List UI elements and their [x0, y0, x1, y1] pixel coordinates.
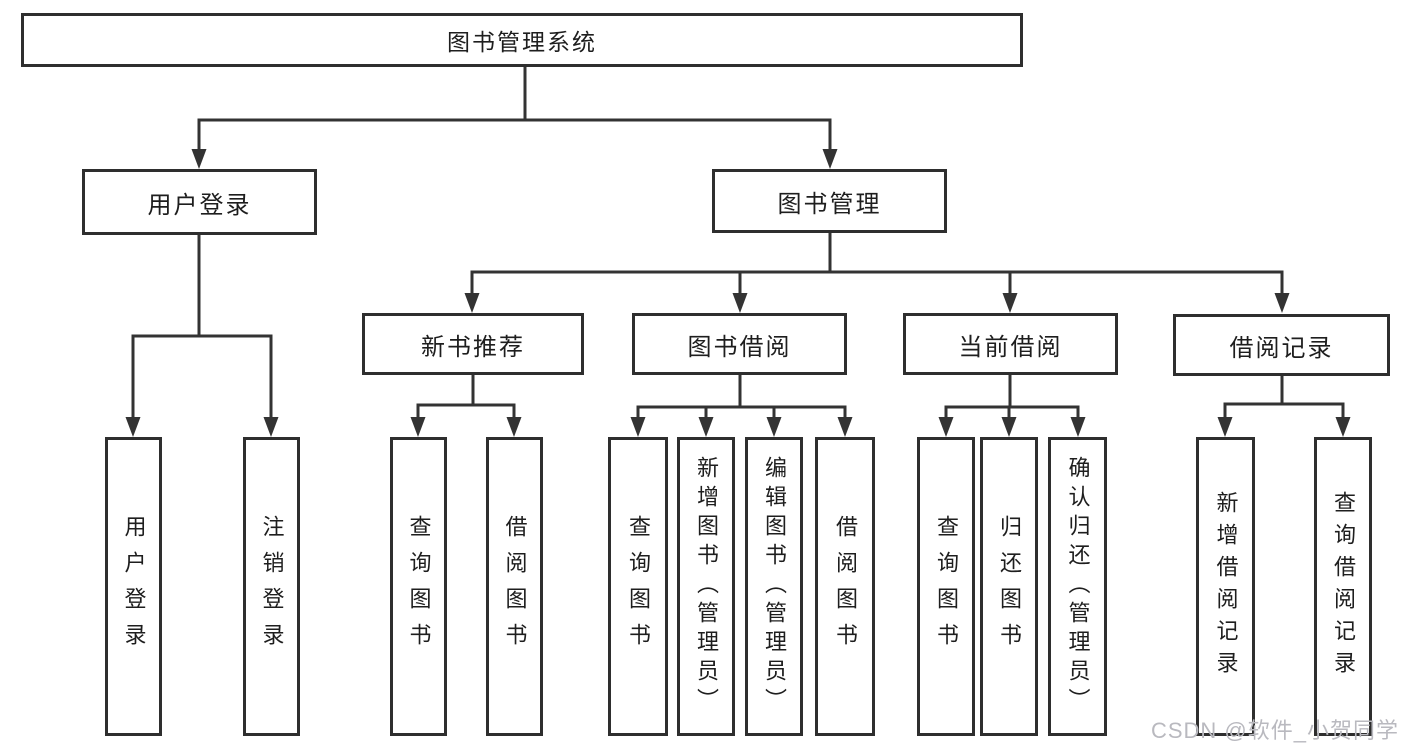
arrowhead-borrowing-records	[1274, 293, 1290, 313]
arrowhead-new-book-recommend	[464, 293, 480, 313]
node-leaf-query-books-2: 查询图书	[608, 437, 668, 736]
arrowhead-leaf-confirm-return-admin	[1070, 417, 1086, 437]
node-leaf-user-login-label: 用户登录	[121, 514, 147, 659]
node-leaf-confirm-return-admin-label: 确认归还（管理员）	[1065, 456, 1091, 717]
node-leaf-add-book-admin-label: 新增图书（管理员）	[694, 456, 719, 717]
node-leaf-logout-label: 注销登录	[259, 514, 285, 659]
connector-current-borrowing-to-leaves	[944, 375, 1080, 421]
node-new-book-recommend-label: 新书推荐	[421, 333, 525, 361]
connector-book-borrowing-to-leaves	[636, 375, 847, 421]
node-leaf-query-books-1-label: 查询图书	[406, 514, 432, 659]
connector-borrowing-records-to-leaves	[1223, 376, 1345, 421]
node-leaf-add-book-admin: 新增图书（管理员）	[677, 437, 735, 736]
node-book-management-label: 图书管理	[777, 190, 882, 218]
node-leaf-borrow-books-1-label: 借阅图书	[502, 514, 528, 659]
connector-user-login-to-leaves	[131, 235, 273, 421]
arrowhead-book-management	[822, 149, 838, 169]
arrowhead-leaf-edit-book-admin	[766, 417, 782, 437]
node-leaf-query-books-3-label: 查询图书	[934, 514, 959, 659]
node-new-book-recommend: 新书推荐	[362, 313, 584, 375]
arrowhead-leaf-query-borrow-record	[1335, 417, 1351, 437]
node-leaf-query-books-1: 查询图书	[390, 437, 447, 736]
arrowhead-leaf-logout	[263, 417, 279, 437]
arrowhead-book-borrowing	[732, 293, 748, 313]
arrowhead-leaf-user-login	[125, 417, 141, 437]
node-leaf-query-books-3: 查询图书	[917, 437, 975, 736]
watermark: CSDN @软件_小贺同学	[1150, 718, 1399, 743]
node-root: 图书管理系统	[21, 13, 1023, 67]
node-book-borrowing-label: 图书借阅	[687, 333, 792, 361]
node-book-borrowing: 图书借阅	[632, 313, 847, 375]
node-leaf-query-books-2-label: 查询图书	[626, 514, 651, 659]
node-leaf-query-borrow-record: 查询借阅记录	[1314, 437, 1372, 736]
arrowhead-current-borrowing	[1002, 293, 1018, 313]
node-leaf-borrow-books-2-label: 借阅图书	[833, 514, 858, 659]
arrowhead-leaf-borrow-books-2	[837, 417, 853, 437]
node-leaf-borrow-books-1: 借阅图书	[486, 437, 543, 736]
arrowhead-leaf-add-borrow-record	[1217, 417, 1233, 437]
node-borrowing-records-label: 借阅记录	[1229, 334, 1334, 362]
node-user-login-group: 用户登录	[82, 169, 317, 235]
connector-new-book-recommend-to-leaves	[416, 375, 516, 421]
connector-root-to-level2	[197, 67, 832, 153]
arrowhead-user-login-group	[191, 149, 207, 169]
node-current-borrowing-label: 当前借阅	[958, 333, 1063, 361]
node-root-label: 图书管理系统	[447, 29, 597, 55]
node-leaf-logout: 注销登录	[243, 437, 300, 736]
node-leaf-borrow-books-2: 借阅图书	[815, 437, 875, 736]
node-leaf-edit-book-admin: 编辑图书（管理员）	[745, 437, 803, 736]
node-leaf-user-login: 用户登录	[105, 437, 162, 736]
arrowhead-leaf-query-books-2	[630, 417, 646, 437]
node-book-management: 图书管理	[712, 169, 947, 233]
node-leaf-add-borrow-record: 新增借阅记录	[1196, 437, 1255, 736]
arrowhead-leaf-return-book	[1001, 417, 1017, 437]
node-current-borrowing: 当前借阅	[903, 313, 1118, 375]
arrowhead-leaf-borrow-books-1	[506, 417, 522, 437]
node-leaf-edit-book-admin-label: 编辑图书（管理员）	[762, 456, 787, 717]
arrowhead-leaf-add-book-admin	[698, 417, 714, 437]
node-leaf-confirm-return-admin: 确认归还（管理员）	[1048, 437, 1107, 736]
node-leaf-return-book: 归还图书	[980, 437, 1038, 736]
node-leaf-query-borrow-record-label: 查询借阅记录	[1331, 490, 1356, 683]
connector-book-management-to-level3	[470, 233, 1284, 297]
node-user-login-group-label: 用户登录	[147, 191, 252, 219]
arrowhead-leaf-query-books-3	[938, 417, 954, 437]
arrowhead-leaf-query-books-1	[410, 417, 426, 437]
node-leaf-add-borrow-record-label: 新增借阅记录	[1213, 490, 1239, 683]
node-leaf-return-book-label: 归还图书	[997, 514, 1022, 659]
node-borrowing-records: 借阅记录	[1173, 314, 1390, 376]
